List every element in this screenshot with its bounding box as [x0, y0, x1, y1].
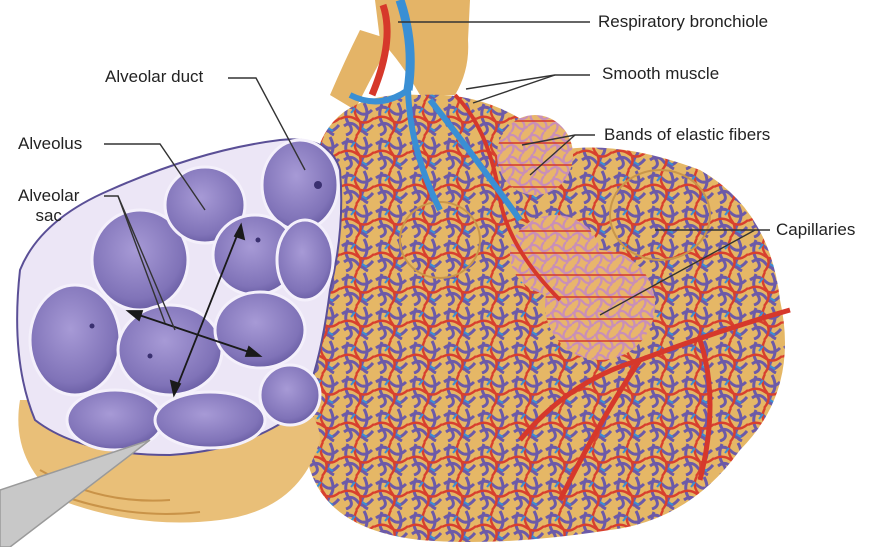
label-alveolus: Alveolus [18, 134, 82, 154]
capillary-covered-alveoli [297, 90, 790, 542]
label-capillaries: Capillaries [776, 220, 855, 240]
label-respiratory-bronchiole: Respiratory bronchiole [598, 12, 768, 32]
capillary-alveolus [610, 170, 710, 260]
label-alveolar-sac: Alveolar sac [18, 186, 79, 226]
label-alveolar-sac-line1: Alveolar [18, 186, 79, 206]
label-bands-of-elastic-fibers: Bands of elastic fibers [604, 125, 770, 145]
elastic-fiber-alveolus [497, 115, 573, 195]
capillary-alveolus [400, 202, 480, 278]
label-alveolar-sac-line2: sac [18, 206, 79, 226]
label-smooth-muscle: Smooth muscle [602, 64, 719, 84]
label-alveolar-duct: Alveolar duct [105, 67, 203, 87]
